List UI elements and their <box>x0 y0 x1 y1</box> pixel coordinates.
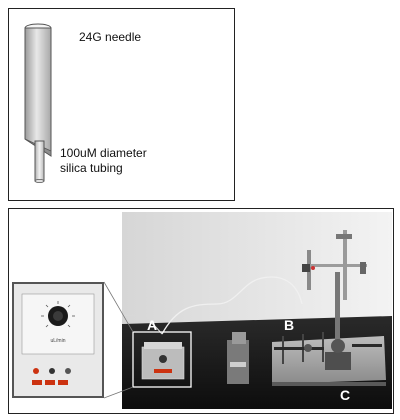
tubing-line <box>161 276 303 335</box>
label-b: B <box>284 317 295 333</box>
needle-diagram <box>24 23 52 183</box>
manipulator-arm <box>303 264 367 267</box>
pump-face-inset: uL/min <box>12 282 104 398</box>
setup-photograph <box>122 212 392 409</box>
tubing-label-line2: silica tubing <box>60 161 123 175</box>
tubing-label-line1: 100uM diameter <box>60 146 147 160</box>
label-c: C <box>340 387 351 403</box>
label-a: A <box>147 317 158 333</box>
inset-unit-text: uL/min <box>50 338 65 344</box>
needle-schematic-panel <box>8 8 235 201</box>
needle-shaft <box>24 27 52 157</box>
silica-tubing <box>34 140 45 182</box>
led-icon <box>33 368 39 374</box>
dial-ticks <box>41 301 75 328</box>
needle-label: 24G needle <box>79 30 142 44</box>
switch-icon <box>49 368 55 374</box>
tubing-end <box>34 178 45 183</box>
pump-highlight-box <box>132 331 192 388</box>
stand-rod <box>335 272 340 362</box>
